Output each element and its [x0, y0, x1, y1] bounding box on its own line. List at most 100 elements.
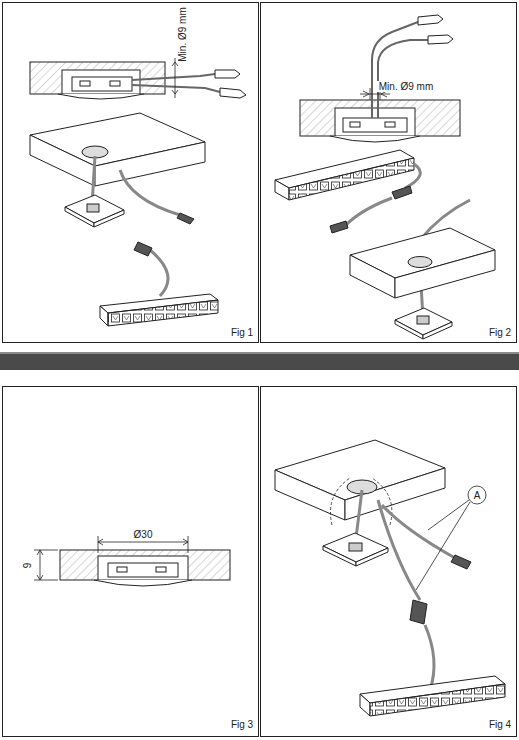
drawing-stroke: [220, 88, 246, 98]
drawing-stroke: [58, 94, 144, 99]
drawing-stroke: [98, 542, 188, 543]
drawing-stroke: [98, 536, 99, 553]
drawing-stroke: [378, 40, 430, 118]
drawing-stroke: [110, 81, 120, 86]
drawing-stroke: [395, 250, 495, 298]
drawing-stroke: [188, 536, 189, 553]
drawing-stroke: [175, 58, 176, 98]
drawing-stroke: [3, 3, 259, 343]
drawing-stroke: [215, 70, 246, 98]
drawing-stroke: [150, 250, 168, 296]
drawing-stroke: [98, 539, 188, 545]
drawing-stroke: [156, 567, 166, 572]
drawing-stroke: [92, 156, 180, 296]
drawing-stroke: [95, 142, 205, 186]
drawing-stroke: [34, 536, 188, 580]
drawing-stroke: [261, 3, 517, 343]
drawing-stroke: [34, 580, 58, 581]
drawing-stroke: [360, 694, 370, 716]
drawing-stroke: [40, 550, 41, 580]
drawing-stroke: [410, 600, 427, 624]
drawing-stroke: [108, 563, 178, 577]
drawing-stroke: [80, 81, 90, 86]
drawing-stroke: [350, 255, 395, 298]
drawing-stroke: [417, 316, 429, 324]
drawing-stroke: [343, 118, 407, 132]
drawing-stroke: [0, 352, 519, 354]
drawing-stroke: [62, 70, 140, 94]
drawing-stroke: [300, 100, 460, 136]
drawing-stroke: [330, 221, 348, 233]
dimension-label: Fig 4: [487, 719, 513, 730]
dimension-label: Fig 2: [487, 327, 513, 338]
drawing-stroke: [323, 533, 388, 562]
drawing-stroke: [468, 486, 486, 504]
drawing-stroke: [30, 62, 165, 94]
callout-label: A: [472, 490, 483, 501]
drawing-stroke: [34, 550, 58, 551]
drawing-stroke: [3, 387, 259, 737]
drawing-stroke: [65, 195, 218, 326]
drawing-stroke: [356, 490, 455, 690]
drawing-stroke: [87, 204, 99, 212]
drawing-stroke: [350, 122, 360, 127]
drawing-stroke: [370, 684, 505, 716]
drawing-stroke: [385, 122, 395, 127]
drawing-stroke: [132, 85, 220, 92]
drawing-stroke: [372, 22, 430, 118]
drawing-stroke: [60, 550, 230, 586]
drawing-stroke: [335, 108, 415, 136]
drawing-stroke: [30, 62, 165, 99]
drawing-stroke: [94, 580, 192, 586]
drawing-stroke: [360, 94, 390, 95]
drawing-stroke: [408, 257, 432, 268]
drawing-stroke: [100, 306, 108, 326]
drawing-stroke: [323, 533, 505, 716]
drawing-stroke: [345, 198, 392, 226]
drawing-stroke: [363, 91, 387, 97]
drawing-stroke: [215, 70, 240, 78]
drawing-stroke: [172, 58, 178, 98]
drawing-stroke: [392, 186, 412, 199]
dimension-label: Fig 3: [229, 719, 255, 730]
drawing-stroke: [108, 300, 218, 326]
drawing-stroke: [120, 170, 180, 215]
drawing-stroke: [261, 387, 517, 737]
drawing-stroke: [300, 100, 460, 142]
callout-label: 9: [23, 560, 34, 570]
drawing-stroke: [94, 210, 124, 227]
drawing-stroke: [60, 550, 230, 580]
drawing-stroke: [330, 186, 495, 339]
drawing-stroke: [418, 15, 443, 25]
drawing-stroke: [132, 74, 215, 80]
drawing-stroke: [134, 242, 152, 256]
drawing-stroke: [428, 35, 453, 44]
drawing-stroke: [72, 77, 132, 91]
drawing-stroke: [172, 62, 178, 94]
drawing-stroke: [382, 505, 455, 558]
dimension-label: Fig 1: [229, 327, 255, 338]
dimension-label: Ø30: [132, 529, 155, 540]
drawing-stroke: [0, 352, 519, 370]
drawing-stroke: [425, 625, 434, 690]
drawing-stroke: [117, 567, 127, 572]
drawing-stroke: [395, 308, 452, 335]
drawing-stroke: [423, 322, 452, 339]
dimension-label: Min. Ø9 mm: [176, 5, 187, 63]
drawing-stroke: [132, 74, 220, 92]
drawing-stroke: [416, 486, 486, 590]
drawing-stroke: [330, 478, 350, 525]
drawing-stroke: [98, 556, 188, 580]
drawing-stroke: [349, 543, 362, 551]
drawing-stroke: [416, 502, 470, 590]
drawing-stroke: [370, 88, 371, 100]
drawing-stroke: [275, 150, 414, 200]
drawing-stroke: [289, 158, 414, 200]
drawing-stroke: [451, 555, 471, 569]
dimension-label: Min. Ø9 mm: [377, 81, 435, 92]
drawing-stroke: [405, 164, 420, 188]
drawing-stroke: [177, 213, 194, 224]
drawing-stroke: [418, 15, 453, 44]
drawing-stroke: [330, 136, 420, 142]
drawing-stroke: [30, 135, 95, 186]
